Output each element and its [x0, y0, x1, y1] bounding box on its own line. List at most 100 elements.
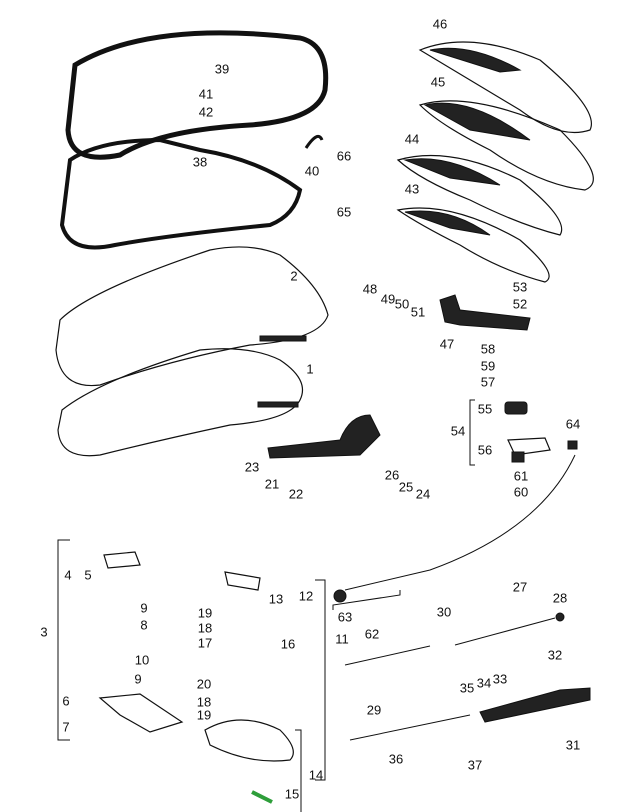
part-number-label: 10: [135, 652, 149, 667]
seal-clip-40: [304, 134, 324, 149]
handle-31: [479, 687, 591, 723]
hinge-21: [267, 414, 381, 459]
part-number-label: 18: [198, 620, 212, 635]
part-number-label: 43: [405, 181, 419, 196]
grille-44: [396, 154, 563, 236]
part-number-label: 35: [460, 680, 474, 695]
cable-end-28: [555, 612, 565, 622]
part-number-label: 33: [493, 671, 507, 686]
part-number-label: 3: [40, 624, 47, 639]
part-number-label: 19: [197, 707, 211, 722]
part-number-label: 5: [84, 567, 91, 582]
part-number-label: 54: [451, 423, 465, 438]
part-number-label: 9: [134, 671, 141, 686]
housing-14: [204, 719, 294, 762]
bracket-6: [98, 693, 184, 733]
clip-15: [251, 790, 273, 804]
part-number-label: 21: [265, 476, 279, 491]
part-number-label: 27: [513, 579, 527, 594]
part-number-label: 9: [140, 600, 147, 615]
part-number-label: 18: [197, 694, 211, 709]
window-seal-upper: [65, 30, 329, 160]
part-number-label: 47: [440, 336, 454, 351]
part-number-label: 7: [62, 719, 69, 734]
part-number-label: 6: [62, 693, 69, 708]
part-number-label: 16: [281, 636, 295, 651]
cable-27: [454, 617, 556, 646]
part-number-label: 56: [478, 442, 492, 457]
part-number-label: 50: [395, 296, 409, 311]
lock-base-56: [507, 437, 551, 456]
part-number-label: 23: [245, 459, 259, 474]
part-number-label: 51: [411, 304, 425, 319]
part-number-label: 25: [399, 479, 413, 494]
divider-line: [344, 645, 431, 666]
part-number-label: 24: [416, 486, 430, 501]
part-number-label: 31: [566, 737, 580, 752]
lid-bracket: [257, 401, 299, 408]
part-number-label: 45: [431, 74, 445, 89]
part-number-label: 28: [553, 590, 567, 605]
part-number-label: 38: [193, 154, 207, 169]
part-number-label: 15: [285, 786, 299, 801]
part-number-label: 12: [299, 588, 313, 603]
part-number-label: 26: [385, 467, 399, 482]
part-number-label: 37: [468, 757, 482, 772]
part-number-label: 2: [290, 268, 297, 283]
part-number-label: 22: [289, 486, 303, 501]
part-number-label: 57: [481, 374, 495, 389]
part-number-label: 49: [381, 291, 395, 306]
lid-bracket: [259, 335, 307, 342]
part-number-label: 55: [478, 401, 492, 416]
part-number-label: 52: [513, 296, 527, 311]
bracket-12: [224, 571, 261, 591]
bracket-line-14: [295, 729, 302, 812]
part-number-label: 53: [513, 279, 527, 294]
part-number-label: 64: [566, 416, 580, 431]
grille-43: [396, 207, 550, 283]
grille-45: [418, 100, 594, 191]
part-number-label: 32: [548, 647, 562, 662]
part-number-label: 41: [199, 86, 213, 101]
bracket-line-54: [469, 399, 475, 466]
part-number-label: 29: [367, 702, 381, 717]
lid-panel-1: [57, 348, 304, 457]
divider-line: [349, 714, 471, 741]
part-number-label: 62: [365, 626, 379, 641]
part-number-label: 30: [437, 604, 451, 619]
part-number-label: 17: [198, 635, 212, 650]
lock-55: [504, 401, 528, 415]
bracket-line-62: [332, 590, 401, 610]
part-number-label: 19: [198, 605, 212, 620]
part-number-label: 46: [433, 16, 447, 31]
part-number-label: 34: [477, 675, 491, 690]
bracket-4: [103, 551, 141, 569]
part-number-label: 59: [481, 358, 495, 373]
part-number-label: 61: [514, 468, 528, 483]
part-number-label: 4: [64, 567, 71, 582]
release-cable: [344, 454, 576, 591]
part-number-label: 40: [305, 163, 319, 178]
part-number-label: 58: [481, 341, 495, 356]
part-number-label: 65: [337, 204, 351, 219]
grille-46: [418, 41, 592, 134]
part-number-label: 36: [389, 751, 403, 766]
part-number-label: 63: [338, 609, 352, 624]
part-number-label: 13: [269, 591, 283, 606]
part-number-label: 1: [306, 361, 313, 376]
bracket-line-11: [315, 579, 326, 781]
bracket-line-3: [57, 539, 70, 741]
part-number-label: 39: [215, 61, 229, 76]
part-number-label: 66: [337, 148, 351, 163]
part-number-label: 48: [363, 281, 377, 296]
part-number-label: 14: [309, 767, 323, 782]
part-number-label: 11: [335, 631, 349, 646]
part-number-label: 8: [140, 617, 147, 632]
clip-64: [567, 440, 578, 450]
part-number-label: 42: [199, 104, 213, 119]
lock-block: [511, 451, 525, 463]
cable-knob-63: [333, 589, 347, 603]
lid-panel-2: [55, 246, 329, 387]
part-number-label: 44: [405, 131, 419, 146]
